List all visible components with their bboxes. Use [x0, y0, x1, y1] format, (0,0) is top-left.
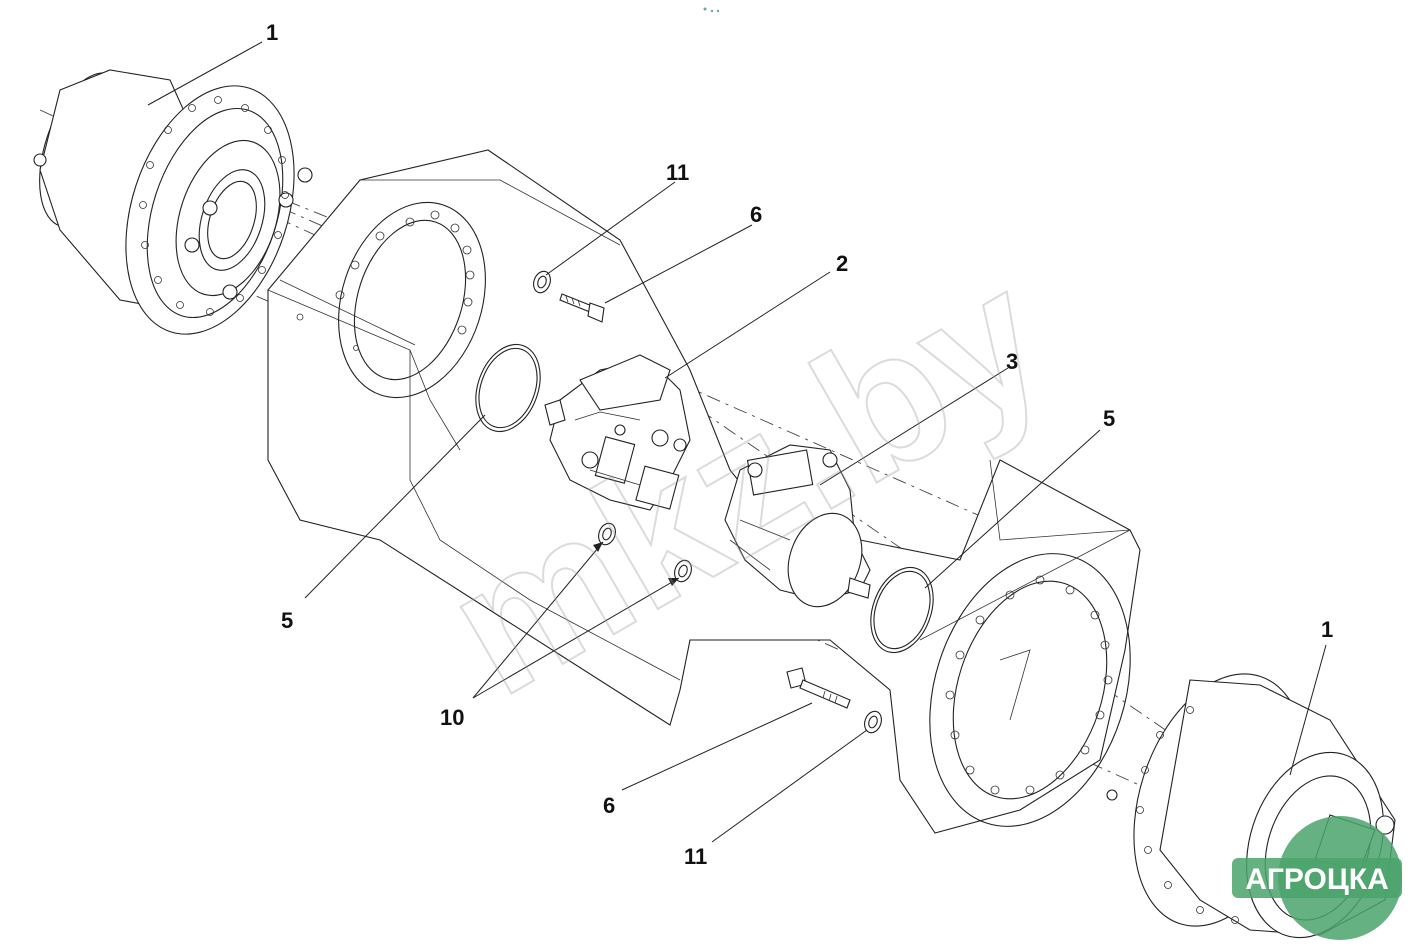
- seal-b: [674, 559, 692, 583]
- hydraulic-motor-left: [544, 354, 691, 511]
- o-ring-right: [870, 566, 934, 654]
- washer-upper: [533, 270, 551, 294]
- callout-oring-left: 5: [281, 608, 293, 633]
- final-drive-left: [33, 69, 313, 335]
- axle-frame: [267, 149, 1141, 834]
- seal-a: [598, 522, 616, 546]
- callout-washer-upper: 11: [666, 160, 689, 185]
- bolt-lower: [786, 667, 851, 709]
- brand-logo: АГРОЦКА: [1232, 816, 1402, 940]
- bolt-upper: [559, 293, 605, 323]
- top-mark: [703, 7, 720, 13]
- washer-lower: [864, 710, 882, 734]
- callout-washer-lower: 11: [684, 844, 707, 869]
- callout-bolt-lower: 6: [603, 793, 615, 818]
- hydraulic-motor-right: [724, 444, 871, 608]
- callout-labels: 1 11 6 2 3 5 5 10 6 11 1: [266, 20, 1333, 869]
- callout-hub-left: 1: [266, 20, 278, 45]
- callout-seals-pair: 10: [440, 705, 464, 730]
- o-ring-left: [475, 343, 541, 433]
- callout-hub-right: 1: [1321, 617, 1333, 642]
- leader-lines: [147, 41, 1327, 843]
- callout-bolt-upper: 6: [750, 202, 762, 227]
- logo-text: АГРОЦКА: [1245, 863, 1389, 896]
- callout-motor-right: 3: [1006, 349, 1018, 374]
- callout-motor-left: 2: [836, 251, 848, 276]
- callout-oring-right: 5: [1103, 406, 1115, 431]
